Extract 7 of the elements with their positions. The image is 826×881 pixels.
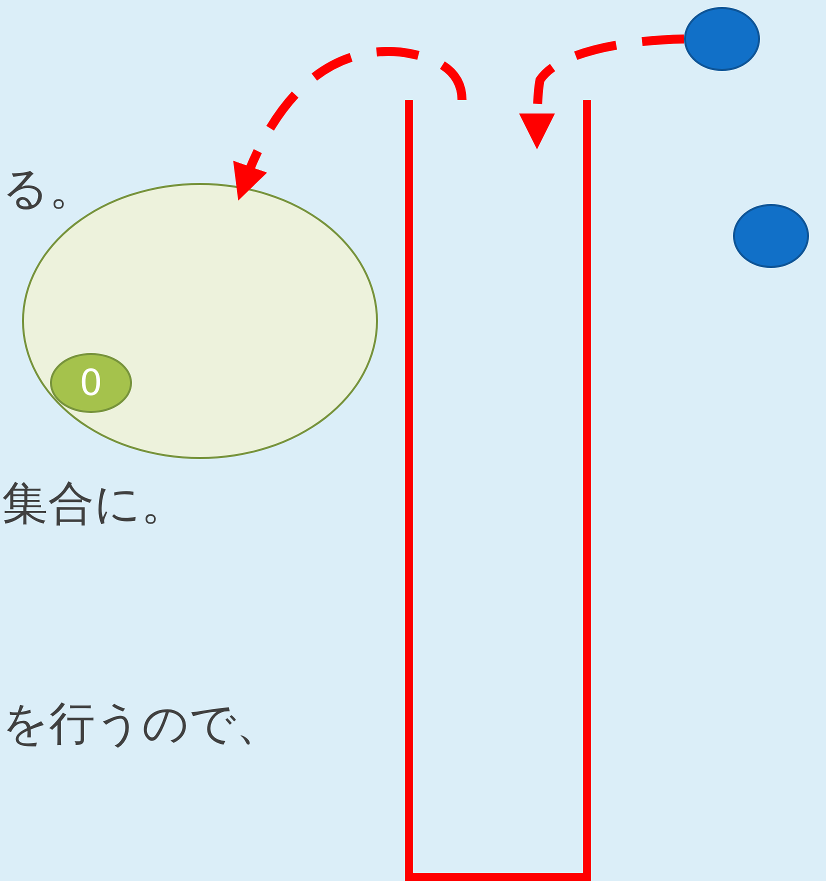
text-line: 集合に。 bbox=[2, 480, 187, 526]
element-ellipse: 0 bbox=[50, 353, 132, 413]
text-line: る。 bbox=[2, 165, 95, 211]
container-outline bbox=[405, 100, 591, 881]
arrow bbox=[234, 47, 466, 200]
arrow bbox=[519, 34, 684, 150]
text-line: を行うので、 bbox=[2, 700, 282, 746]
